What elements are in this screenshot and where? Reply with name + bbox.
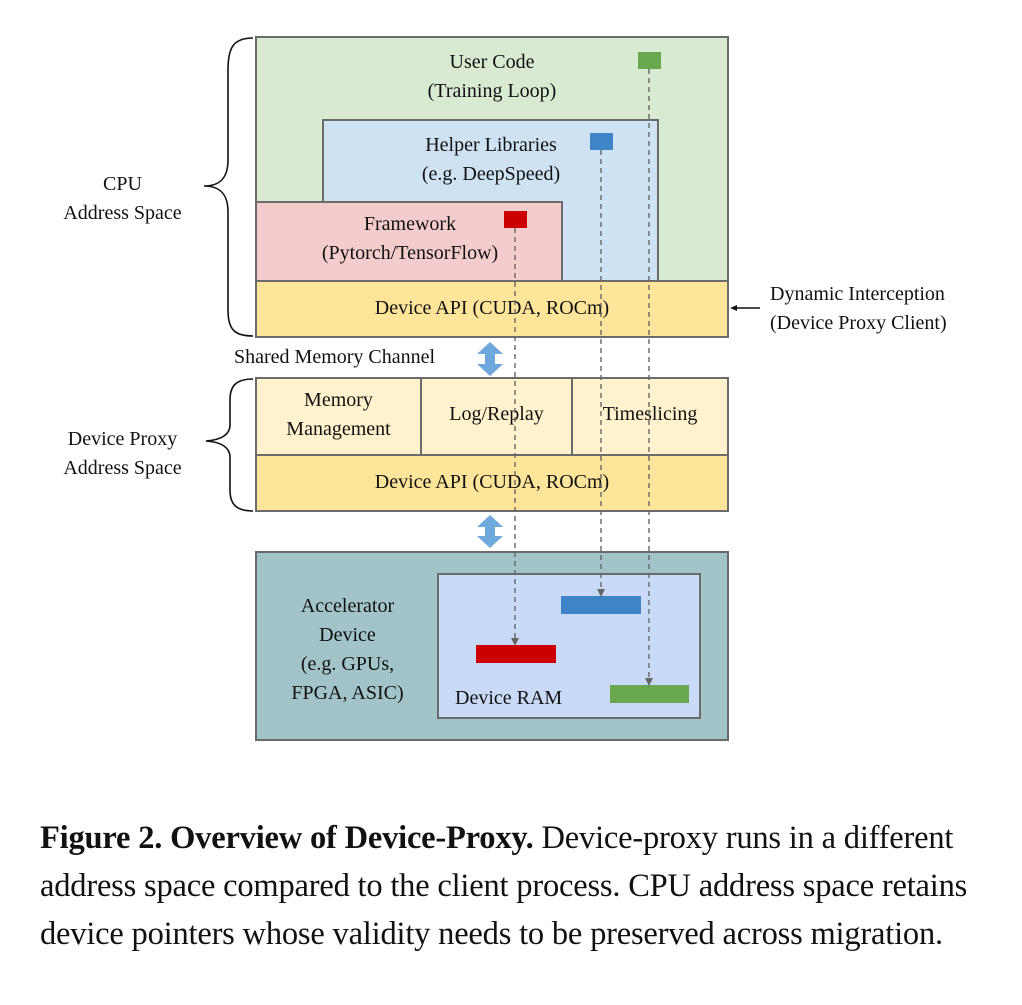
cpu-address-space-label: CPU Address Space: [40, 170, 205, 228]
shared-memory-channel-label: Shared Memory Channel: [234, 346, 436, 368]
helper-libraries-label: Helper Libraries (e.g. DeepSpeed): [390, 131, 592, 189]
red-ram-block: [476, 645, 556, 663]
accelerator-line2: Device: [319, 624, 376, 646]
timeslicing-box: [571, 377, 729, 456]
timeslicing-label: Timeslicing: [602, 403, 698, 425]
memory-management-line2: Management: [286, 418, 391, 440]
shared-memory-double-arrow: [477, 342, 503, 376]
red-pointer-chip: [504, 211, 527, 228]
proxy-address-space-label: Device Proxy Address Space: [40, 425, 205, 483]
proxy-brace: [205, 378, 254, 512]
green-ram-block: [610, 685, 689, 703]
blue-pointer-chip: [590, 133, 613, 150]
cpu-device-api-label: Device API (CUDA, ROCm): [374, 297, 610, 319]
helper-libraries-title: Helper Libraries: [425, 134, 557, 156]
accelerator-line4: FPGA, ASIC): [291, 682, 404, 704]
interception-subtitle: (Device Proxy Client): [770, 312, 947, 334]
cpu-device-api-box: [255, 280, 729, 338]
framework-label: Framework (Pytorch/TensorFlow): [300, 210, 520, 268]
log-replay-box: [420, 377, 573, 456]
user-code-label: User Code (Training Loop): [392, 48, 592, 106]
log-replay-label: Log/Replay: [449, 403, 544, 425]
memory-management-label: Memory Management: [255, 386, 422, 444]
figure-caption: Figure 2. Overview of Device-Proxy. Devi…: [40, 814, 1005, 958]
proxy-device-api-label: Device API (CUDA, ROCm): [374, 471, 610, 493]
user-code-title: User Code: [449, 51, 535, 73]
accelerator-line3: (e.g. GPUs,: [300, 653, 395, 675]
caption-title: Figure 2. Overview of Device-Proxy.: [40, 820, 534, 856]
memory-management-line1: Memory: [304, 389, 373, 411]
interception-arrowhead: [730, 305, 737, 311]
green-pointer-chip: [638, 52, 661, 69]
proxy-label-line1: Device Proxy: [67, 428, 178, 450]
framework-title: Framework: [363, 213, 457, 235]
accelerator-label: Accelerator Device (e.g. GPUs, FPGA, ASI…: [265, 592, 430, 708]
interception-label: Dynamic Interception (Device Proxy Clien…: [770, 280, 947, 338]
blue-ram-block: [561, 596, 641, 614]
cpu-label-line1: CPU: [103, 173, 142, 195]
proxy-device-api-box: [255, 454, 729, 512]
user-code-subtitle: (Training Loop): [427, 80, 557, 102]
helper-libraries-subtitle: (e.g. DeepSpeed): [421, 163, 561, 185]
cpu-label-line2: Address Space: [63, 202, 182, 224]
framework-subtitle: (Pytorch/TensorFlow): [321, 242, 499, 264]
proxy-label-line2: Address Space: [63, 457, 182, 479]
device-double-arrow: [477, 515, 503, 548]
interception-title: Dynamic Interception: [770, 283, 945, 305]
accelerator-line1: Accelerator: [300, 595, 395, 617]
caption-text: Device-proxy runs in a different address…: [40, 820, 968, 952]
device-ram-label: Device RAM: [455, 687, 563, 709]
cpu-brace: [203, 37, 254, 337]
